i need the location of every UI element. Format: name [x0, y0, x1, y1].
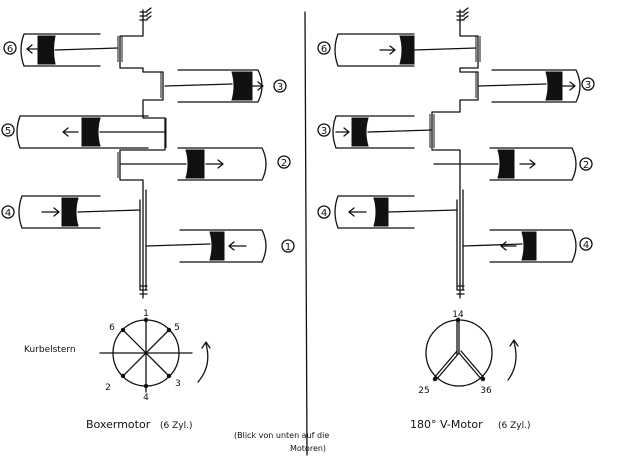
- view-note-line1: (Blick von unten auf die: [234, 431, 329, 440]
- left-star-label-4: 4: [143, 393, 149, 403]
- right-cylinder-2: 2: [433, 147, 593, 181]
- right-engine-subtitle: (6 Zyl.): [498, 421, 530, 431]
- left-cylinder-3: 3: [164, 69, 287, 103]
- right-crank-star: 14 36 25: [418, 310, 519, 396]
- right-cylinder-6: 6: [317, 33, 477, 67]
- left-star-label-5: 5: [174, 323, 180, 333]
- left-crankshaft: [117, 7, 167, 299]
- right-cylinder-3-mid: 3: [317, 115, 433, 149]
- right-cyl-3-top-number: 3: [585, 80, 591, 91]
- right-cyl-6-number: 6: [321, 44, 327, 55]
- right-star-label-14: 14: [452, 310, 464, 320]
- left-star-label-2: 2: [105, 383, 111, 393]
- left-crank-star: 1 5 3 4 2 6: [99, 309, 211, 403]
- right-engine: 6 3 3 2: [317, 7, 595, 299]
- left-star-label-1: 1: [143, 309, 149, 319]
- crank-star-label: Kurbelstern: [24, 345, 76, 355]
- right-cyl-4-right-number: 4: [583, 240, 589, 251]
- center-divider: [304, 11, 308, 456]
- left-cylinder-2: 2: [119, 147, 291, 181]
- right-cyl-3-mid-number: 3: [321, 126, 327, 137]
- left-engine: 6 3 5 2: [1, 7, 295, 299]
- left-engine-subtitle: (6 Zyl.): [160, 421, 192, 431]
- left-star-label-6: 6: [109, 323, 115, 333]
- left-cyl-2-number: 2: [281, 158, 287, 169]
- right-cylinder-4-left: 4: [317, 195, 458, 229]
- right-cylinder-3-top: 3: [477, 69, 595, 103]
- right-star-label-25: 25: [418, 386, 429, 396]
- left-cyl-3-number: 3: [277, 82, 283, 93]
- left-cylinder-4: 4: [1, 195, 141, 229]
- left-cyl-1-number: 1: [285, 242, 291, 253]
- right-cyl-4-left-number: 4: [321, 208, 327, 219]
- right-crankshaft: [429, 7, 481, 299]
- right-cyl-2-number: 2: [583, 160, 589, 171]
- right-engine-title: 180° V-Motor: [410, 418, 483, 431]
- view-note-line2: Motoren): [290, 444, 326, 453]
- left-cyl-5-number: 5: [5, 126, 11, 137]
- left-cylinder-6: 6: [3, 33, 119, 67]
- left-engine-title: Boxermotor: [86, 418, 151, 431]
- left-cyl-4-number: 4: [5, 208, 11, 219]
- right-star-label-36: 36: [480, 386, 492, 396]
- left-cyl-6-number: 6: [7, 44, 13, 55]
- left-cylinder-5: 5: [1, 115, 167, 149]
- left-star-label-3: 3: [175, 379, 181, 389]
- right-cylinder-4-right: 4: [462, 229, 593, 263]
- left-cylinder-1: 1: [145, 229, 295, 263]
